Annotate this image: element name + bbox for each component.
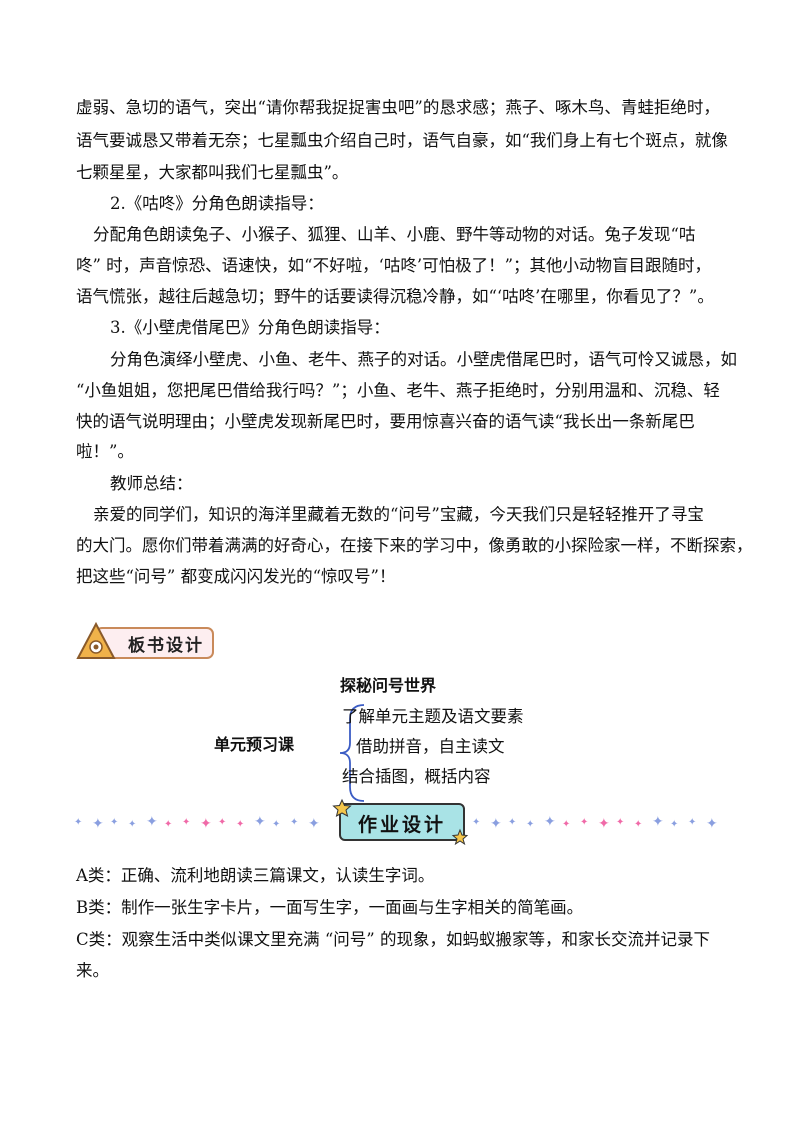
section-heading: 3.《小壁虎借尾巴》分角色朗读指导： — [110, 318, 390, 337]
board-design-badge-graphic — [76, 621, 214, 659]
homework-title: 作业设计 — [357, 814, 446, 836]
board-left-label: 单元预习课 — [214, 735, 295, 754]
homework-item-b: B类：制作一张生字卡片，一面写生字，一面画与生字相关的简笔画。 — [76, 898, 584, 917]
paragraph-line: 七颗星星，大家都叫我们七星瓢虫”。 — [76, 163, 349, 182]
homework-badge: 作业设计 — [332, 798, 472, 848]
paragraph-line: 把这些“问号” 都变成闪闪发光的“惊叹号”！ — [76, 567, 396, 586]
sparkle-divider-right: ✦ ✦ ✦ ✦ ✦ ✦ ✦ ✦ ✦ ✦ ✦ ✦ ✦ ✦ — [472, 814, 728, 832]
paragraph-line: 分角色演绎小壁虎、小鱼、老牛、燕子的对话。小壁虎借尾巴时，语气可怜又诚恳，如 — [110, 350, 737, 369]
sparkle-icon: ✦ — [688, 817, 697, 828]
board-item: 借助拼音，自主读文 — [356, 737, 505, 756]
sparkle-icon: ✦ — [146, 814, 158, 830]
sparkle-icon: ✦ — [182, 817, 191, 828]
homework-item-a: A类：正确、流利地朗读三篇课文，认读生字词。 — [76, 866, 435, 885]
sparkle-icon: ✦ — [200, 816, 212, 832]
board-item: 了解单元主题及语文要素 — [342, 707, 524, 726]
sparkle-icon: ✦ — [254, 814, 266, 830]
paragraph-line: 快的语气说明理由；小壁虎发现新尾巴时，要用惊喜兴奋的语气读“我长出一条新尾巴 — [76, 412, 695, 431]
sparkle-icon: ✦ — [290, 817, 299, 828]
sparkle-icon: ✦ — [236, 819, 245, 830]
sparkle-icon: ✦ — [92, 816, 104, 832]
homework-item-c: 来。 — [76, 961, 109, 980]
sparkle-icon: ✦ — [272, 819, 281, 830]
sparkle-icon: ✦ — [308, 816, 320, 832]
paragraph-line: 分配角色朗读兔子、小猴子、狐狸、山羊、小鹿、野牛等动物的对话。兔子发现“咕 — [93, 225, 696, 244]
board-title: 探秘问号世界 — [340, 676, 437, 695]
sparkle-icon: ✦ — [218, 817, 227, 828]
paragraph-line: 语气慌张，越往后越急切；野牛的话要读得沉稳冷静，如“‘咕咚’在哪里，你看见了？”… — [76, 287, 714, 306]
sparkle-icon: ✦ — [580, 817, 589, 828]
sparkle-icon: ✦ — [706, 816, 718, 832]
sparkle-icon: ✦ — [598, 816, 610, 832]
star-icon — [332, 798, 352, 817]
sparkle-icon: ✦ — [472, 817, 481, 828]
sparkle-icon: ✦ — [562, 819, 571, 830]
section-heading: 2.《咕咚》分角色朗读指导： — [110, 194, 324, 213]
sparkle-icon: ✦ — [616, 817, 625, 828]
paragraph-line: 的大门。愿你们带着满满的好奇心，在接下来的学习中，像勇敢的小探险家一样，不断探索… — [76, 536, 753, 555]
sparkle-icon: ✦ — [652, 814, 664, 830]
board-design-badge: 板书设计 — [74, 620, 216, 662]
star-icon — [451, 828, 469, 846]
paragraph-line: 咚” 时，声音惊恐、语速快，如“不好啦，‘咕咚’可怕极了！”；其他小动物盲目跟随… — [76, 256, 712, 275]
sparkle-icon: ✦ — [164, 819, 173, 830]
sparkle-divider-left: ✦ ✦ ✦ ✦ ✦ ✦ ✦ ✦ ✦ ✦ ✦ ✦ ✦ ✦ — [74, 814, 336, 832]
paragraph-line: “小鱼姐姐，您把尾巴借给我行吗？”；小鱼、老牛、燕子拒绝时，分别用温和、沉稳、轻 — [76, 381, 720, 400]
sparkle-icon: ✦ — [670, 819, 679, 830]
sparkle-icon: ✦ — [634, 819, 643, 830]
paragraph-line: 亲爱的同学们，知识的海洋里藏着无数的“问号”宝藏，今天我们只是轻轻推开了寻宝 — [93, 505, 704, 524]
homework-badge-graphic — [332, 798, 469, 846]
sparkle-icon: ✦ — [110, 817, 119, 828]
board-design-title: 板书设计 — [128, 636, 204, 656]
sparkle-icon: ✦ — [490, 816, 502, 832]
brace-icon — [339, 704, 365, 802]
paragraph-line: 虚弱、急切的语气，突出“请你帮我捉捉害虫吧”的恳求感；燕子、啄木鸟、青蛙拒绝时， — [76, 98, 720, 117]
homework-item-c: C类：观察生活中类似课文里充满 “问号” 的现象，如蚂蚁搬家等，和家长交流并记录… — [76, 930, 710, 949]
paragraph-line: 语气要诚恳又带着无奈；七星瓢虫介绍自己时，语气自豪，如“我们身上有七个斑点，就像 — [76, 131, 728, 150]
board-item: 结合插图，概括内容 — [342, 767, 491, 786]
paragraph-line: 啦！”。 — [76, 442, 134, 461]
sparkle-icon: ✦ — [526, 819, 535, 830]
sparkle-icon: ✦ — [544, 814, 556, 830]
sparkle-icon: ✦ — [508, 817, 517, 828]
sparkle-icon: ✦ — [74, 817, 83, 828]
sparkle-icon: ✦ — [128, 819, 137, 830]
summary-label: 教师总结： — [110, 474, 193, 493]
